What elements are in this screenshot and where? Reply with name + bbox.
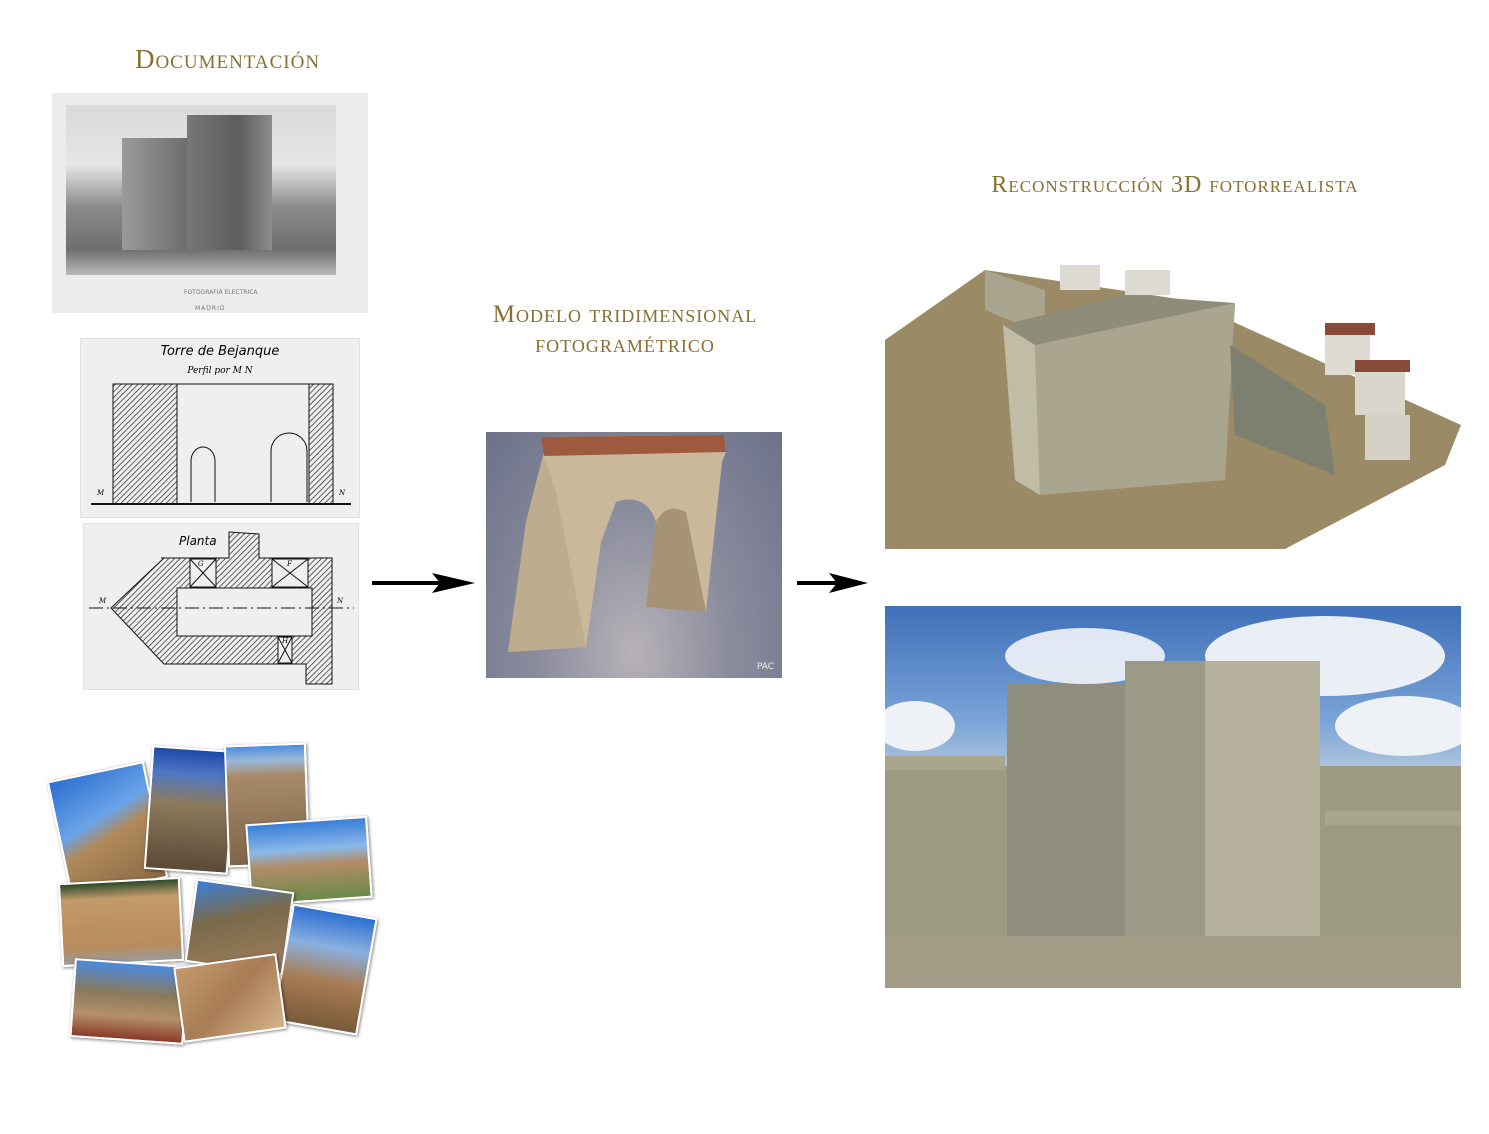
- model-title-line1: Modelo tridimensional: [492, 301, 758, 328]
- profile-subtitle: Perfil por M N: [187, 366, 253, 376]
- documentation-title: Documentación: [134, 44, 321, 74]
- aerial-reconstruction-image: [885, 255, 1461, 549]
- profile-drawing: Torre de Bejanque Perfil por M N M N: [80, 338, 360, 518]
- collage-photo: [69, 958, 189, 1045]
- profile-mark-n: N: [339, 489, 346, 497]
- arrow-icon: [797, 573, 868, 593]
- plan-mark-n: N: [337, 597, 344, 605]
- arrow-icon: [372, 573, 475, 593]
- tower-wall: [122, 138, 192, 250]
- collage-photo: [143, 745, 237, 875]
- plan-room-h: H: [282, 637, 289, 645]
- tower: [187, 115, 272, 250]
- plan-drawing: Planta M N G F H: [83, 523, 359, 690]
- plan-mark-m: M: [99, 597, 107, 605]
- plan-room-f: F: [287, 560, 292, 568]
- plan-room-g: G: [198, 560, 204, 568]
- profile-title: Torre de Bejanque: [160, 344, 280, 359]
- collage-photo: [173, 953, 287, 1043]
- collage-photo: [57, 876, 185, 968]
- arch-model: [508, 435, 726, 652]
- profile-mark-m: M: [97, 489, 105, 497]
- historic-photo: FOTOGRAFIA ELECTRICA MADRID: [52, 93, 368, 313]
- model-title-line2: fotogramétrico: [535, 331, 715, 358]
- model-logo: PAC: [756, 662, 774, 672]
- photo-collage: [46, 740, 380, 1055]
- profile-drawing-svg: [91, 383, 351, 505]
- aerial-render: [885, 265, 1461, 549]
- front-render: [875, 616, 1475, 988]
- studio-caption: FOTOGRAFIA ELECTRICA: [184, 289, 258, 296]
- city-caption: MADRID: [195, 305, 226, 312]
- plan-title: Planta: [179, 534, 217, 548]
- front-reconstruction-image: [875, 606, 1475, 988]
- plan-drawing-svg: [89, 531, 354, 685]
- photogrammetric-model-image: PAC: [486, 432, 782, 678]
- model-title: Modelo tridimensional fotogramétrico: [440, 300, 810, 360]
- reconstruction-title: Reconstrucción 3D fotorrealista: [991, 172, 1359, 198]
